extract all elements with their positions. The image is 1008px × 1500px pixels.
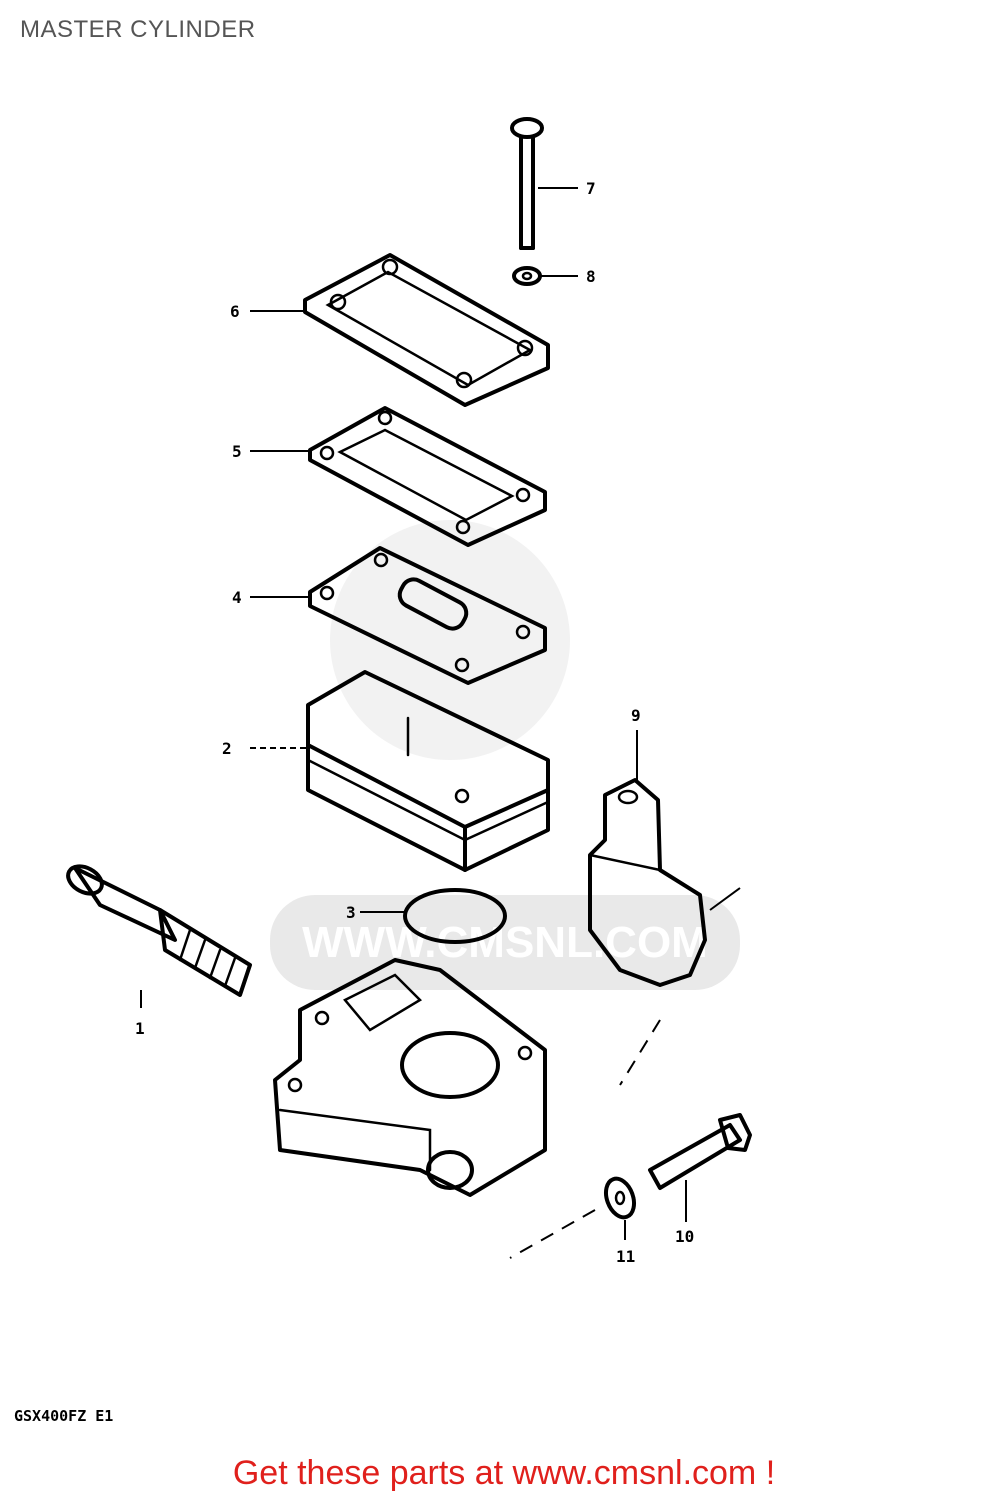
footer-link[interactable]: Get these parts at www.cmsnl.com ! bbox=[232, 1454, 776, 1492]
model-code: GSX400FZ E1 bbox=[14, 1407, 114, 1425]
part-3-o-ring bbox=[403, 888, 507, 944]
part-1-piston bbox=[66, 864, 252, 997]
callout-7: 7 bbox=[586, 179, 596, 198]
callout-11: 11 bbox=[616, 1247, 635, 1266]
master-cylinder-body bbox=[273, 958, 547, 1197]
callout-8: 8 bbox=[586, 267, 596, 286]
part-7-screw bbox=[510, 117, 544, 250]
watermark-text: WWW.CMSNL.COM bbox=[302, 918, 708, 967]
callout-4: 4 bbox=[232, 588, 242, 607]
part-5-plate bbox=[308, 406, 547, 547]
callout-1: 1 bbox=[135, 1019, 145, 1038]
part-6-cap bbox=[303, 253, 550, 407]
part-10-bolt bbox=[648, 1113, 752, 1190]
callout-3: 3 bbox=[346, 903, 356, 922]
part-4-diaphragm bbox=[308, 546, 547, 685]
part-9-bracket bbox=[588, 778, 707, 987]
page-title: MASTER CYLINDER bbox=[20, 16, 256, 43]
part-11-washer bbox=[603, 1176, 637, 1220]
watermark-logo: WWW.CMSNL.COM bbox=[270, 520, 740, 990]
part-2-reservoir bbox=[306, 670, 550, 872]
callout-2: 2 bbox=[222, 739, 232, 758]
callout-labels: 1 2 3 4 5 6 7 8 9 10 11 bbox=[135, 179, 694, 1266]
leader-lines bbox=[140, 187, 687, 1240]
callout-10: 10 bbox=[675, 1227, 694, 1246]
assembly-guides bbox=[509, 887, 741, 1259]
callout-6: 6 bbox=[230, 302, 240, 321]
callout-9: 9 bbox=[631, 706, 641, 725]
part-8-washer bbox=[512, 266, 542, 286]
callout-5: 5 bbox=[232, 442, 242, 461]
